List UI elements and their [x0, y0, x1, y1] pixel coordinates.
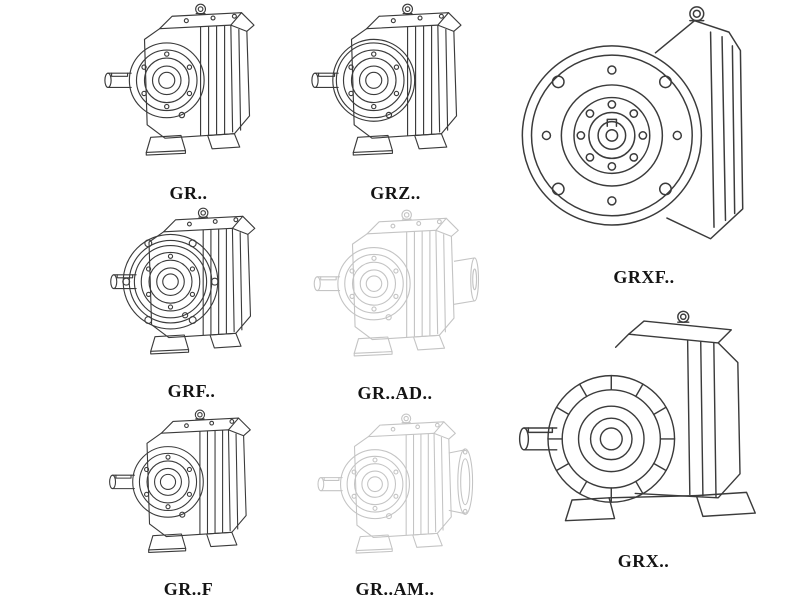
gearbox-drawing-grz [296, 2, 496, 180]
figure-grf: GRF.. [84, 206, 299, 402]
input-shaft-adapter [453, 257, 479, 305]
gearbox-drawing-gr-am [293, 412, 473, 576]
figure-gr-am: GR..AM.. [290, 412, 500, 600]
figure-label-grxf: GRXF.. [613, 267, 675, 287]
gearbox-drawing-gr [89, 2, 289, 180]
figure-label-gr-f: GR..F [163, 579, 214, 599]
gearbox-drawing-grf [87, 206, 297, 378]
grf-mounting-flange [121, 233, 219, 330]
figure-gr: GR.. [86, 2, 291, 204]
gearbox-drawing-gr-ad [293, 208, 479, 380]
figure-grx: GRX.. [496, 308, 791, 572]
motor-input-flange [448, 448, 473, 516]
figure-gr-f: GR..F [86, 408, 291, 600]
figure-grz: GRZ.. [293, 2, 498, 204]
grz-extra-housing-ring [331, 38, 415, 122]
figure-gr-ad: GR..AD.. [290, 208, 500, 404]
figure-label-gr-ad: GR..AD.. [357, 383, 433, 403]
figure-grxf: GRXF.. [498, 0, 790, 288]
figure-label-gr: GR.. [169, 183, 208, 203]
figure-label-grx: GRX.. [617, 551, 670, 571]
gearbox-drawing-gr-f [89, 408, 289, 576]
figure-label-gr-am: GR..AM.. [355, 579, 435, 599]
gearbox-drawing-grxf [504, 0, 784, 264]
figure-label-grz: GRZ.. [370, 183, 421, 203]
figure-label-grf: GRF.. [167, 381, 216, 401]
gearbox-drawing-grx [500, 308, 788, 548]
